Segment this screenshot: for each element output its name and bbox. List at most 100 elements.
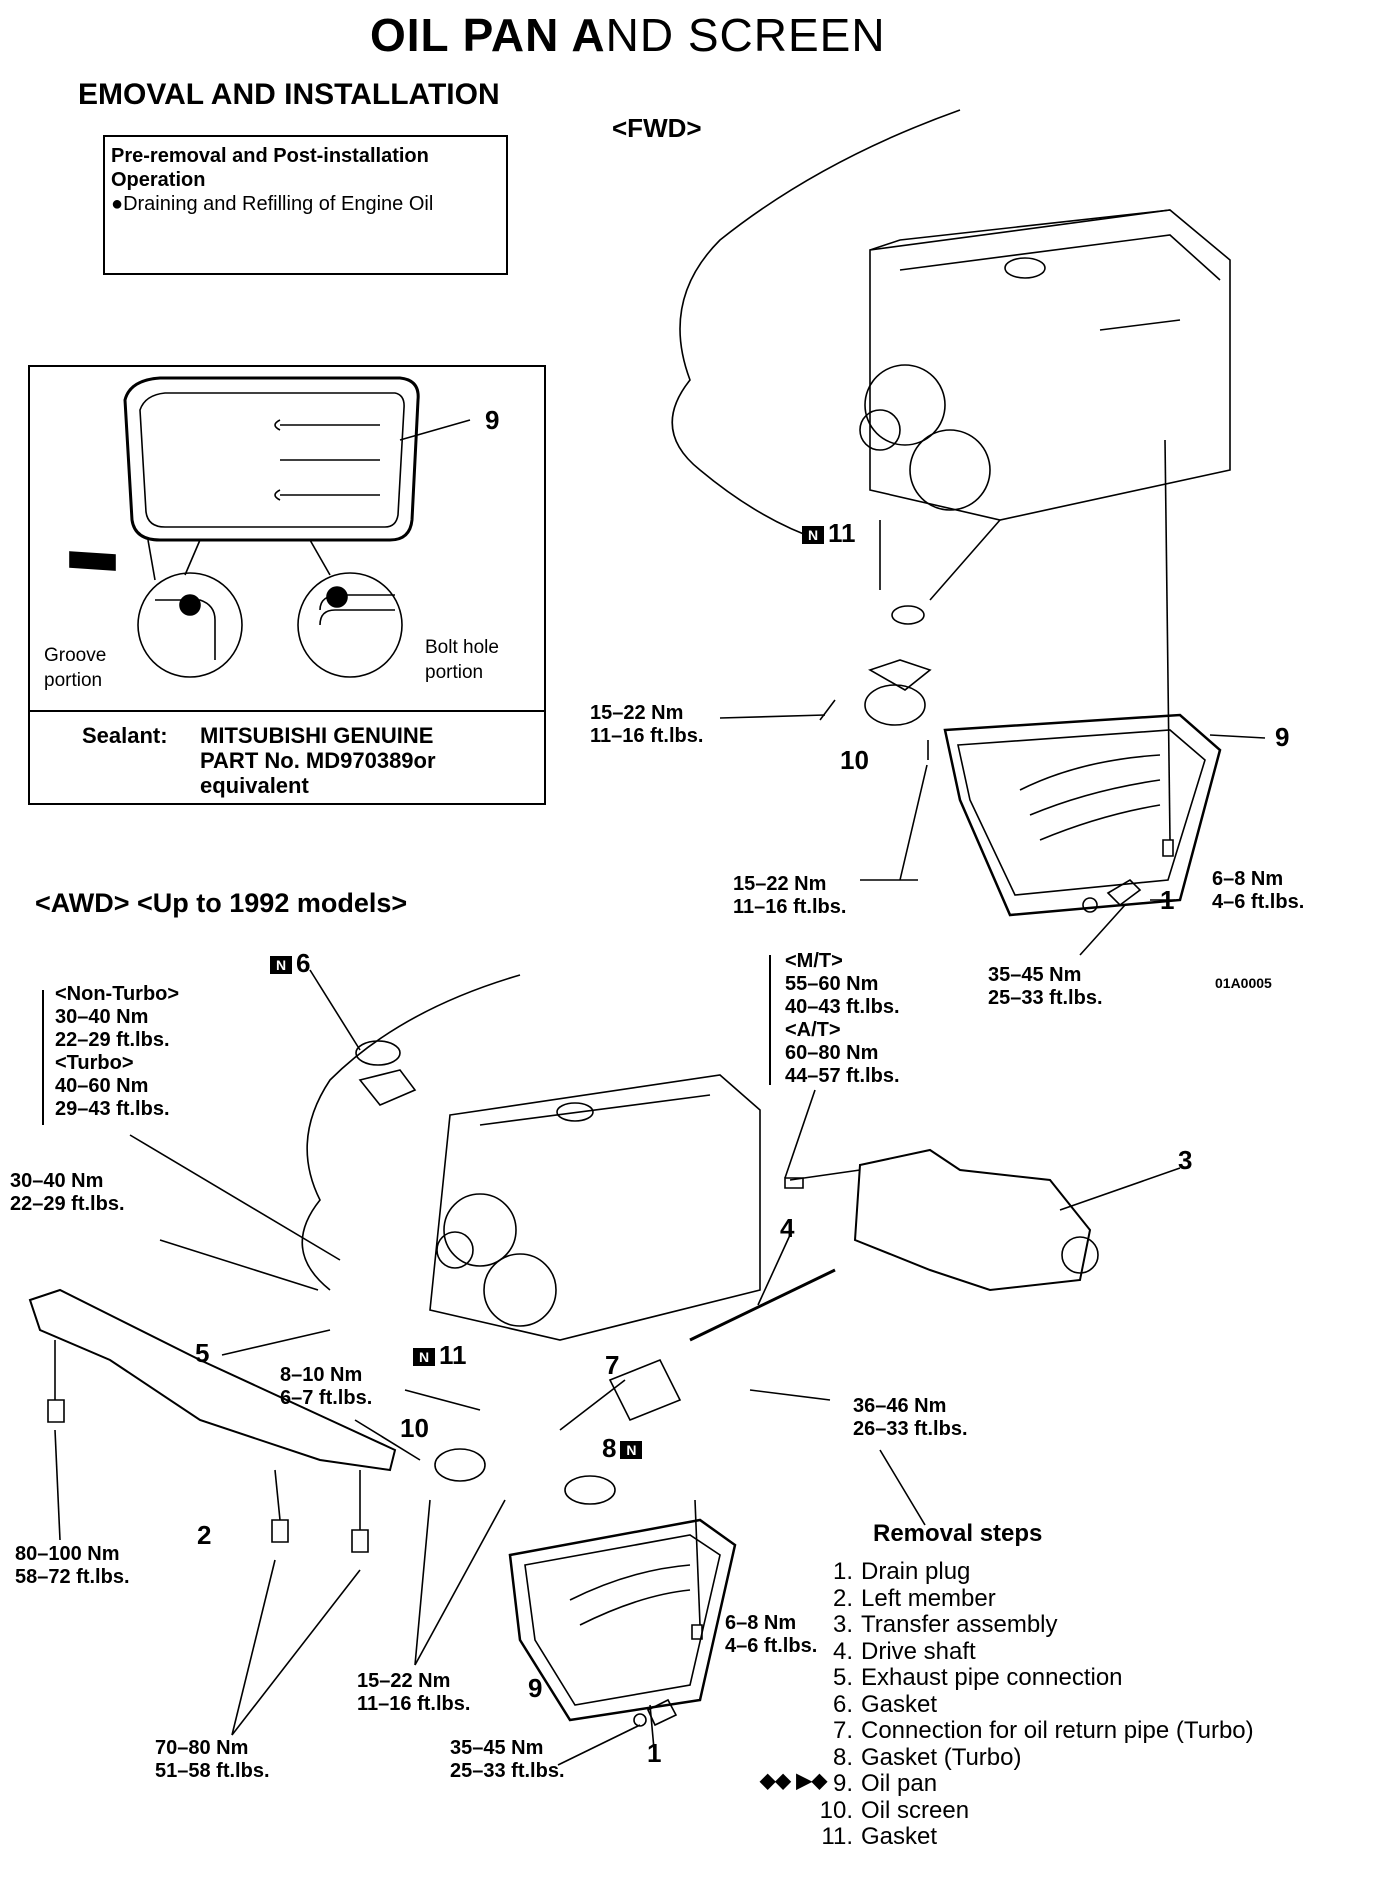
groove-label-2: portion <box>44 670 103 691</box>
awd-torque-drain-ft: 25–33 ft.lbs. <box>450 1760 565 1782</box>
awd-torque-drain-nm: 35–45 Nm <box>450 1737 544 1759</box>
step-label: Gasket <box>861 1823 938 1850</box>
fwd-torque-screen-left-nm: 15–22 Nm <box>590 702 684 724</box>
step-number: 6. <box>832 1690 853 1718</box>
step-number: 9. <box>832 1770 853 1797</box>
sealant-box-divider <box>30 710 544 712</box>
awd-torque-shaft-nm: 36–46 Nm <box>853 1395 947 1417</box>
turbo-label: <Turbo> <box>55 1052 134 1074</box>
step-number: 3. <box>832 1611 853 1638</box>
fwd-leaders <box>720 715 1265 955</box>
step-label: Gasket <box>861 1690 938 1718</box>
step-number: 10. <box>819 1796 853 1824</box>
awd-callout-5: 5 <box>195 1338 210 1368</box>
awd-torque-screen-nm: 15–22 Nm <box>357 1670 451 1692</box>
list-item: 11. Gasket <box>815 1823 1254 1851</box>
sealant-box <box>28 365 546 805</box>
list-item: 6. Gasket <box>815 1690 1254 1719</box>
fwd-torque-drain-ft: 25–33 ft.lbs. <box>988 987 1103 1009</box>
step-label: Left member <box>861 1584 996 1612</box>
fwd-torque-screen-right-ft: 11–16 ft.lbs. <box>733 896 847 918</box>
list-item: 8.Gasket (Turbo) <box>815 1743 1254 1772</box>
awd-torque-pan-nm: 6–8 Nm <box>725 1612 797 1634</box>
awd-torque-turbo-pipe-ft: 6–7 ft.lbs. <box>280 1387 373 1409</box>
removal-steps-list: 1.Drain plug 2.Left member 3.Transfer as… <box>815 1558 1254 1851</box>
fwd-engine-sketch <box>672 110 1230 600</box>
new-part-badge: N <box>270 956 292 975</box>
step-number: 1. <box>832 1558 853 1585</box>
new-part-badge: N <box>802 526 824 545</box>
step-label: Drain plug <box>861 1558 971 1585</box>
sealant-line2: PART No. MD970389or <box>200 748 436 773</box>
awd-callout-4: 4 <box>780 1213 795 1243</box>
preop-item: ●Draining and Refilling of Engine Oil <box>111 193 434 215</box>
sealant-pan-sketch <box>70 378 470 677</box>
awd-callout-8: 8 <box>602 1433 617 1463</box>
fwd-torque-pan-nm: 6–8 Nm <box>1212 868 1284 890</box>
list-item: 9. Oil pan <box>815 1770 1254 1798</box>
fwd-callout-11: 11 <box>828 518 856 548</box>
step-label: Drive shaft <box>861 1637 976 1665</box>
step-label: Gasket (Turbo) <box>861 1743 1022 1771</box>
awd-torque-exh-ft: 22–29 ft.lbs. <box>10 1193 125 1215</box>
awd-torque-pan-ft: 4–6 ft.lbs. <box>725 1635 818 1657</box>
step-number: 11. <box>821 1823 853 1850</box>
preop-heading-line2: Operation <box>111 169 206 191</box>
groove-label-1: Groove <box>44 645 107 666</box>
awd-callout-10: 10 <box>400 1413 429 1443</box>
list-item: 3. Transfer assembly <box>815 1611 1254 1639</box>
awd-torque-turbo-pipe-nm: 8–10 Nm <box>280 1364 363 1386</box>
fwd-pan-sketch <box>820 440 1220 915</box>
awd-torque-exh-nm: 30–40 Nm <box>10 1170 104 1192</box>
list-item: 10. Oil screen <box>815 1796 1254 1825</box>
page-title-light: ND SCREEN <box>605 9 886 61</box>
step-label: Exhaust pipe connection <box>861 1664 1123 1691</box>
step-label: Oil screen <box>861 1796 970 1824</box>
sealant-line1: MITSUBISHI GENUINE <box>200 723 434 748</box>
nonturbo-ft: 22–29 ft.lbs. <box>55 1029 170 1051</box>
awd-callout-7: 7 <box>605 1350 620 1380</box>
at-nm: 60–80 Nm <box>785 1042 879 1064</box>
awd-callout-2: 2 <box>197 1520 212 1550</box>
bolt-hole-label-1: Bolt hole <box>425 637 499 658</box>
fwd-callout-9: 9 <box>1275 722 1290 752</box>
awd-callout-11: 11 <box>439 1340 467 1370</box>
page-subtitle: EMOVAL AND INSTALLATION <box>78 78 500 111</box>
removal-arrows: ◆◆ ▶◆ <box>760 1770 828 1792</box>
turbo-ft: 29–43 ft.lbs. <box>55 1098 170 1120</box>
awd-callout-6: 6 <box>296 948 311 978</box>
step-number: 5. <box>832 1664 853 1691</box>
sealant-callout-9: 9 <box>485 405 500 435</box>
list-item: 1. Drain plug <box>815 1558 1254 1586</box>
awd-torque-member-nm: 80–100 Nm <box>15 1543 120 1565</box>
step-label: Transfer assembly <box>861 1611 1058 1638</box>
fwd-label: <FWD> <box>612 113 702 143</box>
nonturbo-nm: 30–40 Nm <box>55 1006 149 1028</box>
awd-engine-sketch <box>302 975 760 1340</box>
fwd-torque-drain-nm: 35–45 Nm <box>988 964 1082 986</box>
step-number: 4. <box>832 1637 853 1665</box>
at-label: <A/T> <box>785 1019 841 1041</box>
awd-label: <AWD> <Up to 1992 models> <box>35 888 408 918</box>
step-label: Connection for oil return pipe (Turbo) <box>861 1717 1254 1744</box>
awd-torque-member-ft: 58–72 ft.lbs. <box>15 1566 130 1588</box>
awd-leaders <box>55 970 1180 1878</box>
mt-label: <M/T> <box>785 950 843 972</box>
fwd-torque-screen-right-nm: 15–22 Nm <box>733 873 827 895</box>
awd-callout-9: 9 <box>528 1673 543 1703</box>
figure-code: 01A0005 <box>1215 975 1272 991</box>
list-item: 7.Connection for oil return pipe (Turbo) <box>815 1717 1254 1745</box>
fwd-callout-1: 1 <box>1160 885 1175 915</box>
page-title: OIL PAN AND SCREEN <box>370 8 886 62</box>
awd-callout-3: 3 <box>1178 1145 1193 1175</box>
step-label: Oil pan <box>861 1770 938 1797</box>
awd-torque-shaft-ft: 26–33 ft.lbs. <box>853 1418 968 1440</box>
preop-box: Pre-removal and Post-installation Operat… <box>103 135 508 275</box>
mt-nm: 55–60 Nm <box>785 973 879 995</box>
list-item: 5. Exhaust pipe connection <box>815 1664 1254 1692</box>
